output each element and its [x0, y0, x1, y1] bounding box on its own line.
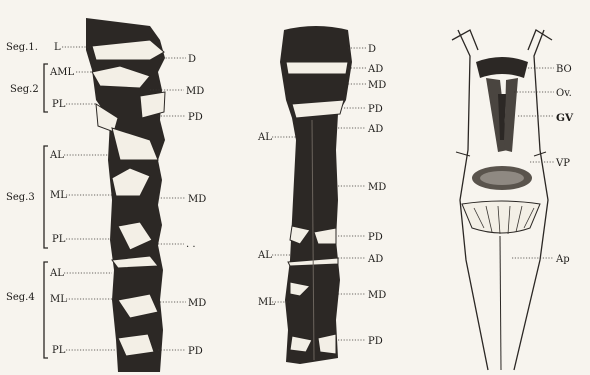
fig2-label-pd: PD — [368, 232, 383, 243]
fig1-label-pl: PL — [52, 234, 66, 245]
fig3-outline — [458, 30, 548, 370]
fig1-label-aml: AML — [49, 67, 74, 78]
fig2-label-ad: AD — [367, 124, 383, 135]
fig2-label-al: AL — [257, 250, 272, 261]
fig2-membrane-h — [318, 334, 336, 354]
fig3-appendage — [462, 201, 540, 233]
figure-1-lateral-view: Seg.1. Seg.2 Seg.3 Seg.4 L AML PL AL ML … — [6, 18, 206, 372]
fig1-seg-label: Seg.1. — [6, 42, 38, 53]
fig2-label-pd: PD — [368, 104, 383, 115]
fig2-label-md: MD — [368, 182, 386, 193]
fig1-seg-label: Seg.2 — [10, 84, 39, 95]
fig1-label-dots: . . — [186, 239, 196, 250]
fig1-label-ml: ML — [50, 190, 67, 201]
fig1-seg-label: Seg.3 — [6, 192, 35, 203]
fig2-label-md: MD — [368, 290, 386, 301]
fig1-membrane-seg2b — [140, 92, 165, 118]
fig2-label-ad: AD — [367, 254, 383, 265]
fig2-body — [280, 26, 352, 364]
figure-3-ventral-view: BO Ov. GV VP Ap — [452, 30, 574, 370]
fig3-label-ov: Ov. — [556, 88, 572, 99]
fig1-bracket-seg2 — [44, 64, 48, 112]
fig1-label-pd: PD — [188, 112, 203, 123]
fig1-label-d: D — [188, 54, 196, 65]
fig3-label-bo: BO — [556, 64, 572, 75]
fig3-basal-organ — [476, 57, 528, 78]
fig1-seg-label: Seg.4 — [6, 292, 35, 303]
fig3-genital-valve — [504, 78, 518, 152]
fig1-label-pl: PL — [52, 345, 66, 356]
fig3-label-gv: GV — [556, 112, 574, 124]
fig1-label-l: L — [54, 42, 61, 53]
fig3-label-vp: VP — [555, 158, 570, 169]
fig1-bracket-seg4 — [44, 262, 48, 358]
fig2-membrane-a — [286, 62, 348, 74]
fig1-label-pl: PL — [52, 99, 66, 110]
fig1-label-al: AL — [49, 268, 64, 279]
fig1-bracket-seg3 — [44, 146, 48, 248]
figure-2-dorsal-view: AL AL ML D AD MD PD AD MD PD AD MD PD — [257, 26, 386, 364]
fig1-label-md: MD — [188, 298, 206, 309]
fig2-label-ml: ML — [258, 297, 275, 308]
fig1-label-ml: ML — [50, 294, 67, 305]
fig2-label-ad: AD — [367, 64, 383, 75]
fig2-label-d: D — [368, 44, 376, 55]
fig3-label-ap: Ap — [555, 254, 570, 265]
fig2-label-al: AL — [257, 132, 272, 143]
fig1-label-md: MD — [186, 86, 204, 97]
fig2-label-md: MD — [368, 80, 386, 91]
fig1-label-md: MD — [188, 194, 206, 205]
fig1-label-pd: PD — [188, 346, 203, 357]
fig1-label-al: AL — [49, 150, 64, 161]
fig2-label-pd: PD — [368, 336, 383, 347]
